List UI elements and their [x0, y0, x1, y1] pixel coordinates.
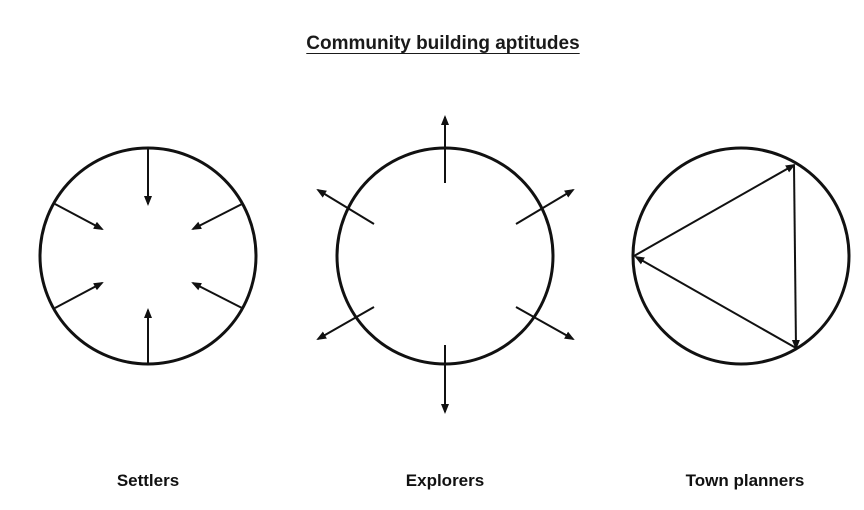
town-planners-label: Town planners — [685, 471, 805, 490]
explorers-diagram — [316, 115, 575, 414]
explorers-arrow-upper-right — [515, 188, 575, 225]
town-planners-circle — [631, 146, 851, 366]
settlers-diagram — [38, 146, 258, 366]
diagram-title: Community building aptitudes — [306, 33, 580, 54]
town-planners-arrow-left-to-top — [633, 164, 796, 257]
settlers-arrow-lower-right — [191, 282, 243, 309]
town-planners-arrow-top-to-bottom — [791, 164, 800, 350]
settlers-arrow-upper-right — [191, 203, 243, 230]
explorers-arrow-lower-right — [515, 306, 575, 340]
settlers-arrow-upper-left — [54, 203, 104, 230]
settlers-arrow-lower-left — [54, 282, 104, 309]
town-planners-arrow-bottom-to-left — [634, 256, 797, 349]
settlers-label: Settlers — [116, 471, 180, 490]
explorers-arrow-upper-left — [316, 188, 375, 225]
explorers-label: Explorers — [405, 471, 485, 490]
explorers-arrow-lower-left — [316, 306, 375, 340]
town-planners-diagram — [631, 146, 851, 366]
